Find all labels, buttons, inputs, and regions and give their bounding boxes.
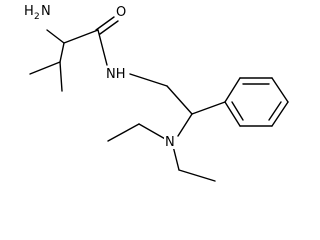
phenyl-ring (224, 77, 289, 127)
bond-calpha-cbeta (59, 42, 65, 63)
amine-h-label: H (24, 4, 34, 19)
molecule-diagram: H 2 N O NH N (24, 4, 289, 182)
bond-cbeta-methyl-left (29, 61, 61, 75)
amine-n-label: N (41, 4, 51, 19)
bond-ch-n (177, 113, 193, 137)
bond-nh-ch2 (129, 73, 168, 87)
bond-carbonyl-o-a (95, 16, 115, 31)
bond-ch-phenyl (191, 101, 226, 115)
ring-inner-bond-b (268, 101, 282, 121)
ring-bond-3 (271, 77, 289, 103)
amide-nh-label: NH (106, 67, 126, 82)
amine-subscript: 2 (34, 12, 40, 22)
amine-group-label: H 2 N (24, 4, 51, 22)
bond-ethyl1-ch3 (107, 123, 140, 142)
bond-nh2-calpha (46, 29, 65, 44)
bond-ccarbonyl-nh (97, 29, 108, 66)
ring-bond-4 (271, 101, 289, 127)
tertiary-n-label: N (165, 135, 175, 150)
bond-cbeta-methyl-right (59, 61, 63, 92)
bond-calpha-ccarbonyl (63, 29, 99, 44)
bond-n-ethyl2-ch2 (172, 145, 180, 171)
bond-carbonyl-o-b (99, 20, 119, 35)
ring-bond-6 (224, 101, 241, 127)
carbonyl-oxygen-label: O (116, 5, 126, 20)
structure-canvas: H 2 N O NH N (24, 4, 289, 182)
bond-layer (29, 16, 226, 182)
bond-ethyl2-ch3 (178, 169, 216, 182)
ring-bond-1 (224, 77, 241, 103)
bond-n-ethyl1-ch2 (138, 123, 168, 141)
bond-ch2-ch (166, 85, 193, 115)
amide-nh-label-bg (104, 66, 128, 81)
ring-inner-bond-c (231, 101, 244, 121)
tertiary-n-label-bg (164, 134, 177, 149)
